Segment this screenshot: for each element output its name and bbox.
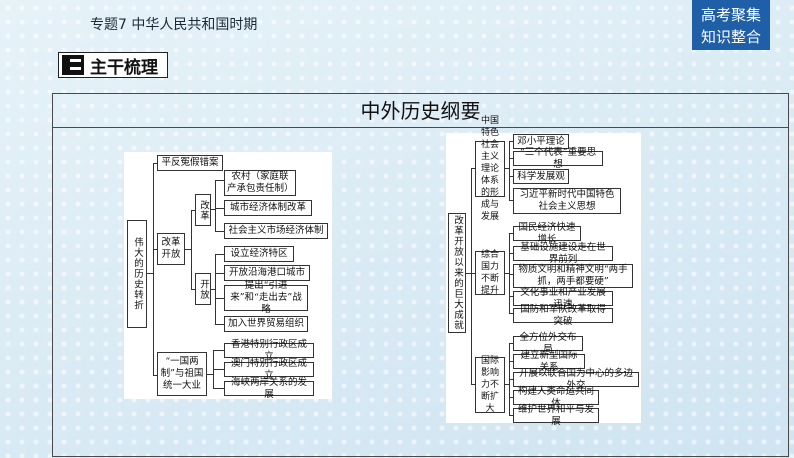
node-pingfan: 平反冤假错案 [157,155,223,171]
section-badge[interactable]: 高考聚集 知识整合 [692,0,770,50]
node-sez: 设立经济特区 [224,246,294,262]
section-tag: 主干梳理 [58,52,168,78]
left-mind-map: 伟大的历史转折 平反冤假错案 改革开放 改革 农村（家庭联产承包责任制） 城市经… [124,152,332,400]
node-economy-growth: 国民经济快速增长 [513,222,581,245]
node-reform: 改革 [195,194,211,226]
node-wto: 加入世界贸易组织 [224,316,308,332]
node-market-economy: 社会主义市场经济体制 [224,223,328,239]
node-new-relations: 建立新型国际关系 [513,350,585,373]
node-open: 开放 [195,273,211,305]
node-macao: 澳门特别行政区成立 [224,358,314,381]
node-deng-theory: 邓小平理论 [513,134,569,149]
node-infrastructure: 基础设施建设走在世界前列 [513,242,613,265]
node-rural: 农村（家庭联产承包责任制） [224,170,296,196]
node-national-power: 综合国力不断提升 [475,250,505,296]
badge-line-2: 知识整合 [700,28,761,46]
right-mind-map: 改革开放以来的巨大成就 中国特色社会主义理论体系的形成与发展 邓小平理论 “三个… [446,116,641,427]
node-defense-reform: 国防和军队改革取得突破 [513,304,613,327]
badge-line-1: 高考聚集 [700,6,761,24]
node-xi-thought: 习近平新时代中国特色社会主义思想 [513,188,621,214]
node-coastal: 开放沿海港口城市 [224,265,310,281]
node-strategy: 提出“引进来”和“走出去”战略 [224,280,308,315]
node-shared-future: 构建人类命运共同体 [513,386,599,409]
node-unify: “一国两制”与祖国统一大业 [157,352,207,396]
node-peace: 维护世界和平与发展 [513,404,599,427]
node-multilateral: 开展以联合国为中心的多边外交 [513,368,639,391]
node-two-civilizations: 物质文明和精神文明“两手抓，两手都要硬” [513,264,633,288]
node-international: 国际影响力不断扩大 [475,356,505,414]
node-reform-open: 改革开放 [157,233,185,265]
list-icon [62,55,84,75]
node-three-represents: “三个代表”重要思想 [513,147,603,170]
node-hongkong: 香港特别行政区成立 [224,339,314,362]
node-urban-reform: 城市经济体制改革 [224,200,312,216]
left-root-node: 伟大的历史转折 [127,220,147,328]
topic-title: 专题7 中华人民共和国时期 [90,17,258,33]
node-diplomacy: 全方位外交布局 [513,332,583,355]
node-culture: 文化事业和产业发展迅速 [513,287,613,310]
outline-frame: 中外历史纲要 [52,93,789,457]
section-label: 主干梳理 [90,57,158,78]
node-theory: 中国特色社会主义理论体系的形成与发展 [475,116,505,222]
frame-title: 中外历史纲要 [53,94,788,128]
node-scientific-outlook: 科学发展观 [513,169,569,184]
right-root-node: 改革开放以来的巨大成就 [448,213,466,333]
node-cross-strait: 海峡两岸关系的发展 [224,377,314,400]
